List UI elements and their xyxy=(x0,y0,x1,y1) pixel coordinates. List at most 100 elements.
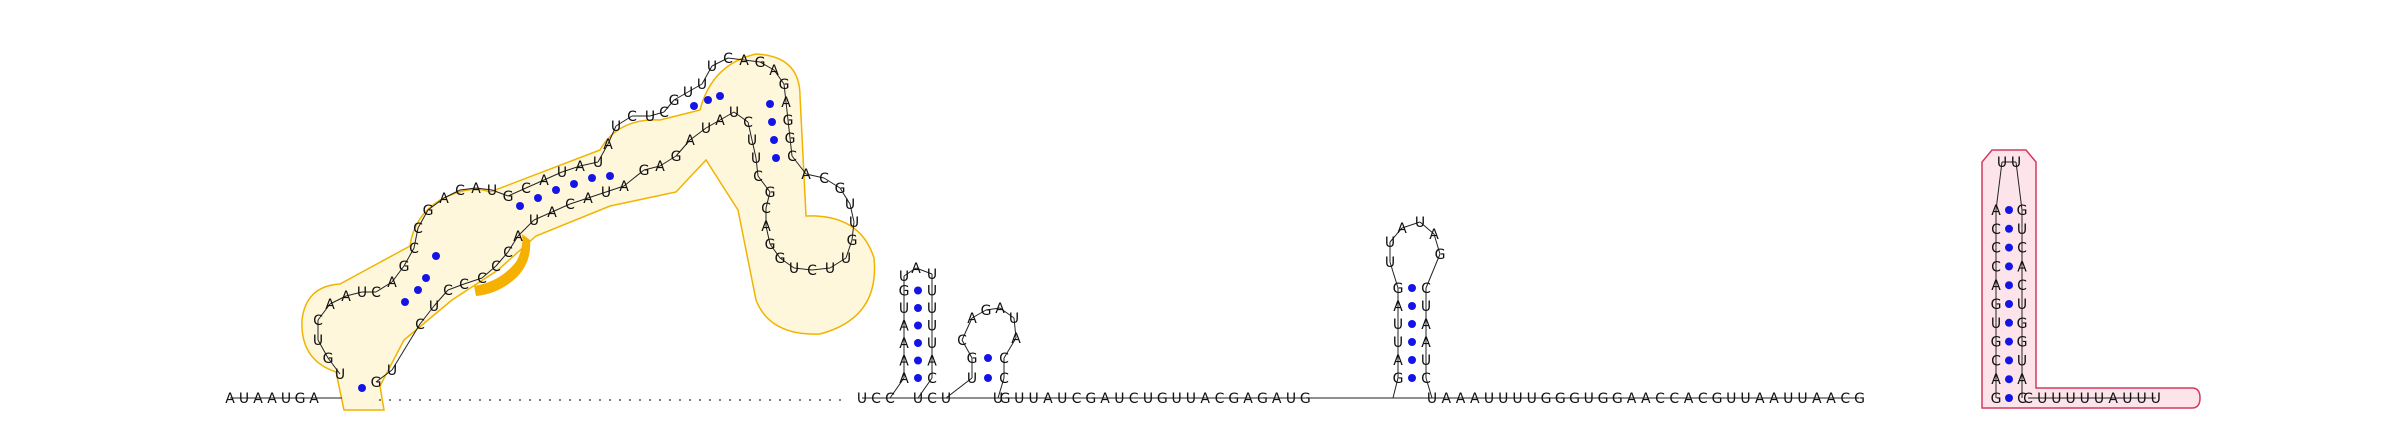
linker-2-nt: U xyxy=(1286,391,1296,407)
backbone-segment xyxy=(329,295,347,305)
linker-3-nt: G xyxy=(1854,391,1865,407)
linker-3-nt: U xyxy=(1498,391,1508,407)
linker-2-nt: C xyxy=(1129,391,1139,407)
linker-1-nt: U xyxy=(857,391,867,407)
backbone-dot xyxy=(779,399,781,401)
backbone-dot xyxy=(419,399,421,401)
linker-2-nt: U xyxy=(1186,391,1196,407)
hairpin-1-right-nt: U xyxy=(927,284,937,300)
three-prime-nt: U xyxy=(2037,391,2047,407)
backbone-segment xyxy=(971,309,987,319)
backbone-segment xyxy=(733,111,749,123)
hairpin-1-left-nt: U xyxy=(899,301,909,317)
hairpin-1-right-nt: U xyxy=(927,319,937,335)
base-pair-dot xyxy=(984,374,992,382)
backbone-segment xyxy=(1013,317,1017,339)
backbone-segment xyxy=(507,187,527,197)
domain-stem-c-right-nt: A xyxy=(547,205,557,221)
linker-3-nt: A xyxy=(1812,391,1822,407)
linker-3-nt: G xyxy=(1541,391,1552,407)
backbone-segment xyxy=(375,369,393,383)
backbone-segment xyxy=(765,225,771,245)
domain-stem-b-right-nt: C xyxy=(443,283,453,299)
linker-3-nt: U xyxy=(1584,391,1594,407)
three-prime-nt: U xyxy=(2094,391,2104,407)
hairpin-3-right-nt: U xyxy=(1421,299,1431,315)
backbone-segment xyxy=(569,197,589,205)
backbone-dot xyxy=(459,399,461,401)
hairpin-3-left-nt: G xyxy=(1393,281,1404,297)
hairpin-1-left-nt: A xyxy=(899,354,909,370)
base-pair-dot xyxy=(516,202,524,210)
linker-2-nt: G xyxy=(1257,391,1268,407)
backbone-dot xyxy=(499,399,501,401)
backbone-segment xyxy=(849,203,855,223)
backbone-segment xyxy=(391,265,405,283)
backbone-dot xyxy=(739,399,741,401)
backbone-segment xyxy=(793,267,813,271)
hairpin-3-right-nt: A xyxy=(1421,317,1431,333)
backbone-segment xyxy=(459,187,477,191)
hairpin-4-left-nt: G xyxy=(1991,297,2002,313)
linker-3-nt: A xyxy=(1627,391,1637,407)
domain-loop-e-nt: C xyxy=(761,201,771,217)
domain-loop-e-nt: G xyxy=(775,251,786,267)
backbone-segment xyxy=(945,377,973,399)
backbone-dot xyxy=(719,399,721,401)
domain-internal-right-nt: C xyxy=(491,259,501,275)
linker-2-nt: U xyxy=(1057,391,1067,407)
backbone-dot xyxy=(789,399,791,401)
hairpin-4-left-nt: A xyxy=(1991,372,2001,388)
backbone-segment xyxy=(375,281,393,293)
hairpin-4-left-nt: G xyxy=(1991,335,2002,351)
base-pair-dot xyxy=(552,186,560,194)
linker-2-nt: G xyxy=(1085,391,1096,407)
base-pair-dot xyxy=(1408,338,1416,346)
hairpin-4-right-nt: C xyxy=(2017,391,2027,407)
base-pair-dot xyxy=(2005,243,2013,252)
domain-loop-a-nt: A xyxy=(325,297,335,313)
hairpin-4-left-nt: C xyxy=(1991,259,2001,275)
base-pair-dot xyxy=(2005,318,2013,327)
backbone-segment xyxy=(839,187,851,205)
domain-stem-c-right-nt: A xyxy=(619,179,629,195)
backbone-segment xyxy=(1419,221,1435,235)
hairpin-4-left-nt: A xyxy=(1991,203,2001,219)
domain-stem-d-left-nt: U xyxy=(697,77,707,93)
linker-2-nt: A xyxy=(1243,391,1253,407)
domain-loop-e-nt: U xyxy=(849,215,859,231)
domain-stem-e-right-nt: U xyxy=(747,133,757,149)
backbone-segment xyxy=(413,227,419,249)
hairpin-3-loop-nt: A xyxy=(1429,227,1439,243)
backbone-dot xyxy=(599,399,601,401)
domain-internal-c-left-nt: A xyxy=(603,137,613,153)
hairpin-4-right-nt: A xyxy=(2017,259,2027,275)
base-pair-dot xyxy=(1408,284,1416,292)
highlight-region-2 xyxy=(1981,149,2201,409)
backbone-dot xyxy=(799,399,801,401)
backbone-dot xyxy=(439,399,441,401)
backbone-dot xyxy=(829,399,831,401)
linker-3-nt: G xyxy=(1569,391,1580,407)
backbone-segment xyxy=(1433,233,1441,255)
linker-3-nt: U xyxy=(1726,391,1736,407)
base-pair-dot xyxy=(2005,224,2013,233)
backbone-segment xyxy=(587,191,607,199)
hairpin-3-right-nt: C xyxy=(1421,371,1431,387)
backbone-segment xyxy=(663,99,675,113)
five-prime-nt: A xyxy=(267,391,277,407)
hairpin-3-right-nt: U xyxy=(1421,353,1431,369)
hairpin-2-left-nt: C xyxy=(957,333,967,349)
domain-stem-d-left-nt: G xyxy=(669,93,680,109)
backbone-dot xyxy=(679,399,681,401)
backbone-dot xyxy=(749,399,751,401)
linker-3-nt: U xyxy=(1797,391,1807,407)
hairpin-4-right-nt: C xyxy=(2017,241,2027,257)
hairpin-2-left-nt: U xyxy=(967,371,977,387)
domain-stem-b-left-nt: C xyxy=(409,241,419,257)
backbone-segment xyxy=(1392,377,1399,399)
domain-stem-e-left-nt: C xyxy=(787,149,797,165)
hairpin-3-left-nt: U xyxy=(1393,317,1403,333)
linker-3-nt: A xyxy=(1441,391,1451,407)
